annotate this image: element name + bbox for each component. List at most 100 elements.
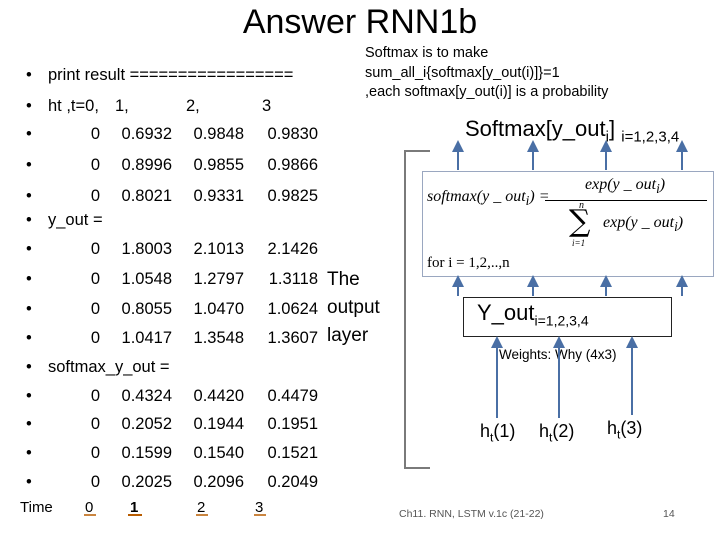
time-label: Time — [20, 499, 53, 516]
ht-sub: t — [617, 427, 621, 442]
output-layer-word: output — [327, 297, 380, 318]
ht-header-col: 1, — [115, 97, 129, 115]
cell: 0 — [90, 125, 100, 143]
formula-den-sub: i — [674, 219, 678, 235]
formula-den-close: ) — [677, 214, 684, 231]
cell: 0 — [90, 156, 100, 174]
cell: 0.1540 — [193, 444, 244, 462]
table-row: • 0 1.8003 2.1013 2.1426 — [0, 237, 400, 261]
softmax-heading-main: Softmax[y_out — [465, 116, 606, 141]
list-item: • ht ,t=0, 1, 2, 3 — [0, 94, 400, 118]
table-row: • 0 0.4324 0.4420 0.4479 — [0, 384, 400, 408]
cell: 0.1951 — [267, 415, 318, 433]
formula-lhs-sub: i — [525, 193, 530, 209]
ht-header-col: 2, — [186, 97, 200, 115]
cell: 1.0624 — [267, 300, 318, 318]
formula-num-text: exp(y _ out — [585, 176, 657, 193]
formula-lhs-text: softmax(y _ out — [427, 188, 526, 205]
table-row: • 0 1.0548 1.2797 1.3118 — [0, 267, 400, 291]
ht-label-2: ht(2) — [539, 421, 574, 445]
cell: 1.3607 — [267, 329, 318, 347]
sum-top: n — [579, 200, 584, 211]
cell: 0.6932 — [121, 125, 172, 143]
table-row: • 0 0.8055 1.0470 1.0624 — [0, 297, 400, 321]
formula-numerator: exp(y _ outi) — [585, 176, 665, 197]
bullet: • — [26, 211, 32, 229]
cell: 0.9830 — [267, 125, 318, 143]
bullet: • — [26, 387, 32, 405]
output-layer-word: layer — [327, 325, 369, 346]
cell: 0.2049 — [267, 473, 318, 491]
ht-arg: (1) — [493, 421, 516, 441]
output-bracket — [404, 150, 430, 469]
yout-label: y_out = — [48, 211, 103, 229]
cell: 0.1944 — [193, 415, 244, 433]
cell: 1.0548 — [121, 270, 172, 288]
softmax-formula: softmax(y _ outi) = exp(y _ outi) n ∑ i=… — [422, 171, 714, 277]
ht-sub: t — [490, 430, 494, 445]
yout-heading-main: Y_out — [477, 300, 535, 325]
bullet: • — [26, 358, 32, 376]
cell: 0.4324 — [121, 387, 172, 405]
sum-sigma: ∑ — [569, 204, 591, 239]
time-value: 2 — [197, 499, 206, 516]
cell: 0 — [90, 444, 100, 462]
cell: 0 — [90, 387, 100, 405]
yout-heading: Y_outi=1,2,3,4 — [477, 300, 589, 328]
cell: 0 — [90, 415, 100, 433]
bullet: • — [26, 125, 32, 143]
cell: 0.2096 — [193, 473, 244, 491]
cell: 1.0417 — [121, 329, 172, 347]
cell: 0.8021 — [121, 187, 172, 205]
ht-h: h — [607, 418, 618, 438]
ht-arg: (2) — [552, 421, 575, 441]
ht-arg: (3) — [620, 418, 643, 438]
cell: 1.3548 — [193, 329, 244, 347]
cell: 0.8996 — [121, 156, 172, 174]
time-value: 0 — [85, 499, 94, 516]
bullet: • — [26, 300, 32, 318]
bullet: • — [26, 329, 32, 347]
table-row: • 0 0.8021 0.9331 0.9825 — [0, 184, 400, 208]
bullet: • — [26, 473, 32, 491]
cell: 0.9855 — [193, 156, 244, 174]
table-row: • 0 0.6932 0.9848 0.9830 — [0, 122, 400, 146]
bullet: • — [26, 187, 32, 205]
time-value: 1 — [130, 499, 139, 516]
cell: 0 — [90, 300, 100, 318]
yout-box — [463, 297, 672, 337]
list-item: • softmax_y_out = — [0, 355, 400, 379]
cell: 0.9331 — [193, 187, 244, 205]
softmax-heading: Softmax[y_outi] i=1,2,3,4 — [465, 116, 679, 145]
footer-text: Ch11. RNN, LSTM v.1c (21-22) — [399, 508, 544, 520]
ht-header-col: 3 — [262, 97, 272, 115]
cell: 1.0470 — [193, 300, 244, 318]
cell: 1.3118 — [268, 270, 318, 288]
page-number: 14 — [663, 508, 675, 520]
ht-label-3: ht(3) — [607, 418, 642, 442]
cell: 0 — [90, 240, 100, 258]
cell: 1.8003 — [121, 240, 172, 258]
cell: 1.2797 — [193, 270, 244, 288]
note-line: Softmax is to make — [365, 45, 489, 61]
table-row: • 0 0.1599 0.1540 0.1521 — [0, 441, 400, 465]
cell: 0.9825 — [267, 187, 318, 205]
table-row: • 0 0.2025 0.2096 0.2049 — [0, 470, 400, 494]
softmax-heading-close: ] — [608, 116, 616, 141]
cell: 0.9848 — [193, 125, 244, 143]
list-item: • print result ================= — [0, 63, 400, 87]
cell: 0.8055 — [121, 300, 172, 318]
cell: 0.2025 — [121, 473, 172, 491]
bullet: • — [26, 415, 32, 433]
table-row: • 0 1.0417 1.3548 1.3607 — [0, 326, 400, 350]
weights-label: Weights: Why (4x3) — [499, 347, 617, 362]
formula-num-close: ) — [659, 176, 666, 193]
bullet: • — [26, 240, 32, 258]
softmax-heading-range: i=1,2,3,4 — [621, 128, 680, 146]
formula-num-sub: i — [656, 181, 660, 197]
yout-heading-sub: i=1,2,3,4 — [534, 312, 589, 329]
page-title: Answer RNN1b — [242, 3, 478, 41]
bullet: • — [26, 97, 32, 115]
print-header: print result ================= — [48, 66, 294, 84]
note-line: ,each softmax[y_out(i)] is a probability — [365, 84, 609, 100]
